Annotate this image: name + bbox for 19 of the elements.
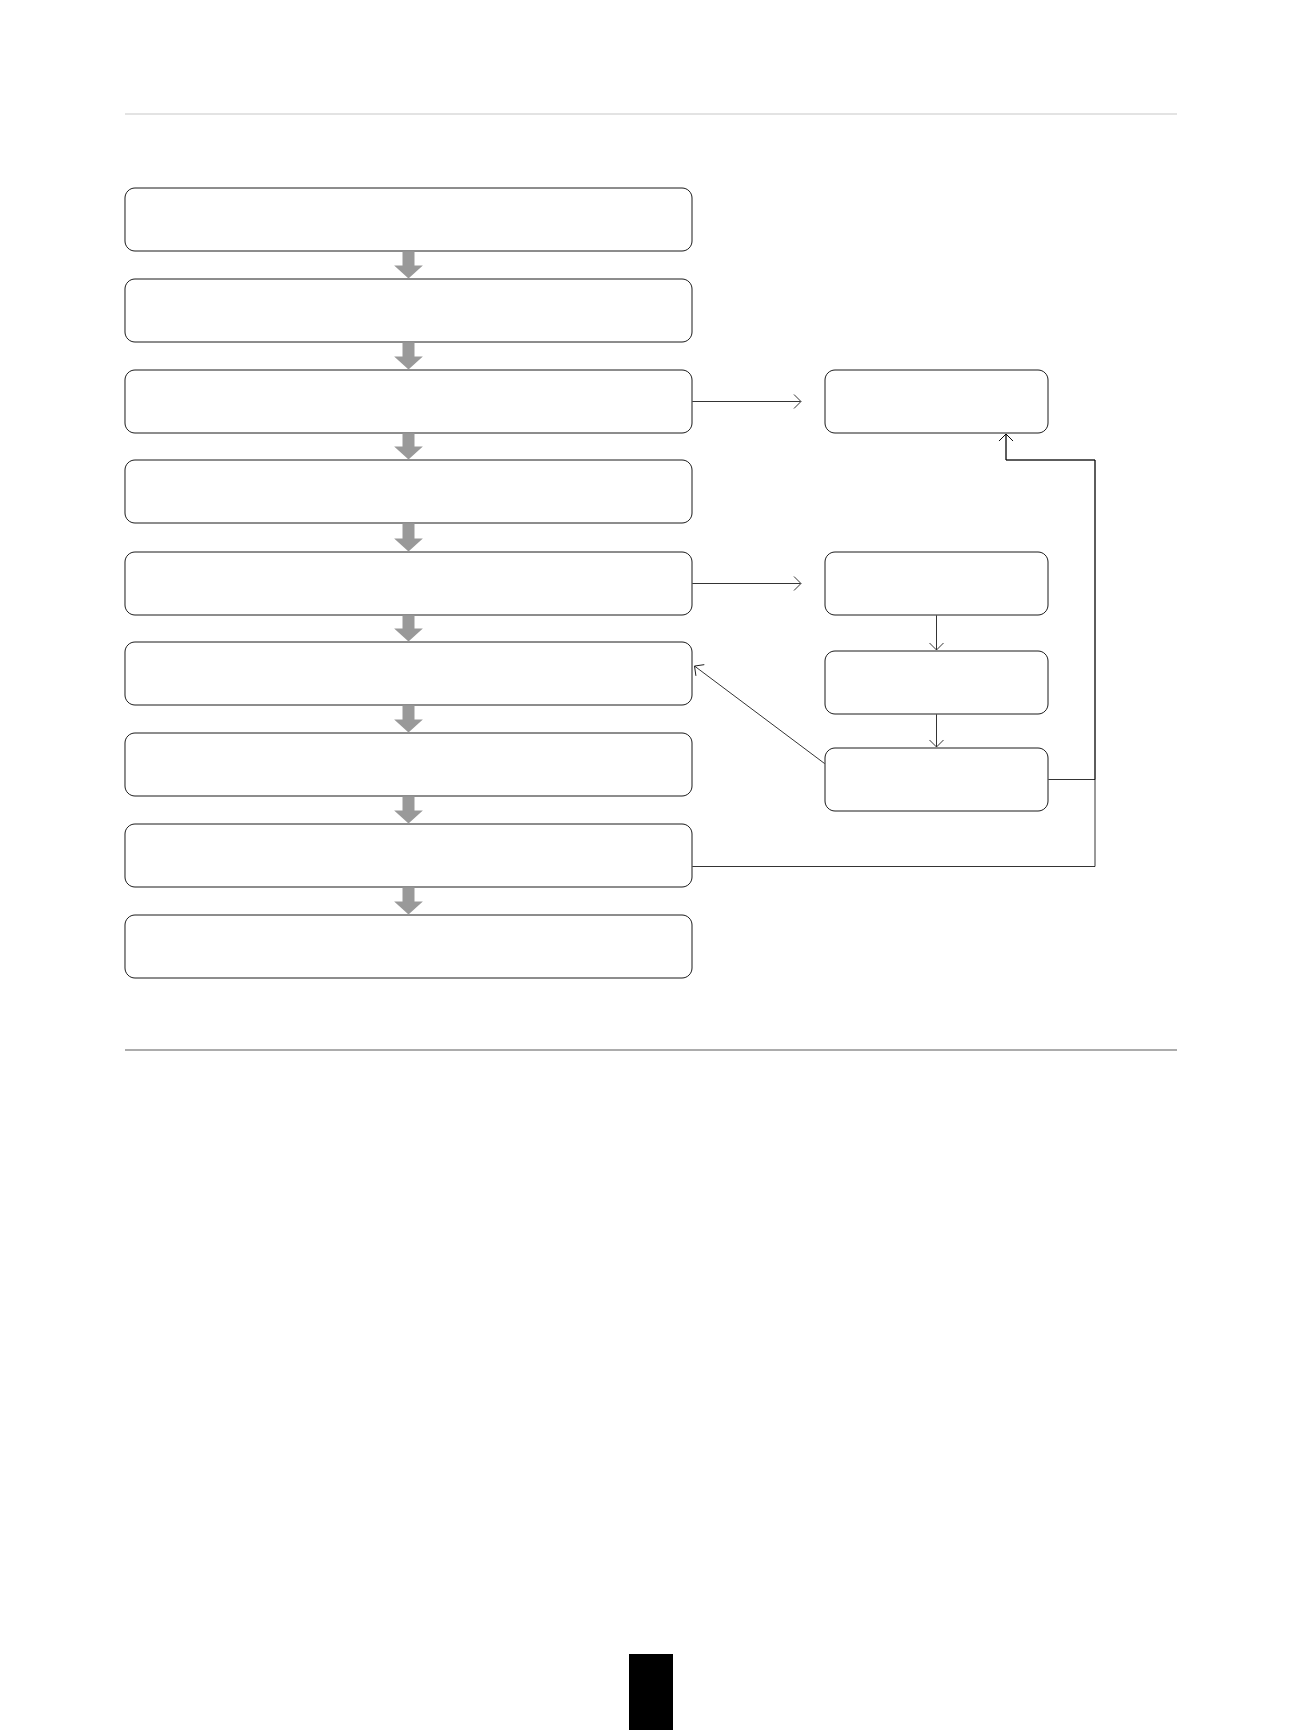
process-box: [124, 551, 693, 616]
process-box: [124, 732, 693, 797]
arrow: [929, 714, 944, 748]
arrow: [692, 576, 802, 591]
process-box: [824, 551, 1049, 616]
process-box: [124, 641, 693, 706]
process-box: [124, 914, 693, 979]
process-box: [124, 187, 693, 252]
arrow: [692, 394, 802, 409]
process-box: [124, 369, 693, 434]
process-box: [124, 459, 693, 524]
arrow: [692, 433, 1096, 867]
process-box: [824, 650, 1049, 715]
process-box: [824, 369, 1049, 434]
process-box: [824, 747, 1049, 812]
process-box: [124, 823, 693, 888]
arrow: [929, 615, 944, 651]
arrow: [694, 664, 825, 764]
process-box: [124, 278, 693, 343]
